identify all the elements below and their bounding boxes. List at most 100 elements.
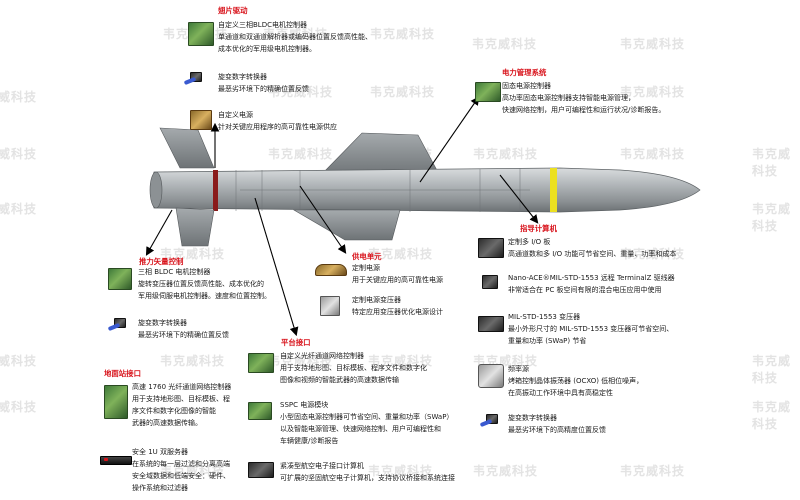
guidance-item-3: MIL-STD-1553 变压器 最小外形尺寸的 MIL-STD-1553 变压… bbox=[508, 311, 673, 347]
arrow-power-management bbox=[419, 96, 480, 183]
item-line: Nano-ACE®MIL-STD-1553 远程 TerminalZ 驱线器 bbox=[508, 274, 675, 282]
ground-station-item-1: 高速 1760 光纤通道网络控制器 用于支持地形图、目标模板、程 序文件和数字化… bbox=[132, 381, 231, 429]
item-line: 旋变数字转换器 bbox=[138, 319, 187, 327]
ground-station-item-2: 安全 1U 双服务器 在系统的每一层过滤和分离高端 安全域数据和低端安全：硬件、… bbox=[132, 446, 230, 494]
thrust-vector-item-2: 旋变数字转换器 最恶劣环境下的精确位置反馈 bbox=[138, 317, 229, 341]
item-line: 高速 1760 光纤通道网络控制器 bbox=[132, 383, 232, 391]
item-line: 自定义光纤通道网络控制器 bbox=[280, 352, 364, 360]
platform-item-2: SSPC 电源模块 小型固态电源控制器可节省空间、重量和功率（SWaP） 以及智… bbox=[280, 399, 453, 447]
section-title-fin-drive: 翅片驱动 bbox=[218, 6, 248, 15]
arrow-power-unit bbox=[299, 185, 347, 254]
sspc-module-icon bbox=[248, 402, 272, 420]
item-line: 旋变数字转换器 bbox=[218, 73, 267, 81]
item-line: 重量和功率 (SWaP) 节省 bbox=[508, 337, 587, 345]
item-line: 针对关键应用程序的高可靠性电源供应 bbox=[218, 123, 337, 131]
item-line: 以及智能电源管理、快速网络控制、用户可编程性和 bbox=[280, 425, 441, 433]
green-controller-board-icon bbox=[188, 22, 214, 46]
platform-item-3: 紧凑型航空电子接口计算机 可扩展的坚固航空电子计算机，支持协议桥接和系统连接 bbox=[280, 460, 455, 484]
section-title-power-unit: 供电单元 bbox=[352, 252, 382, 261]
item-line: 最恶劣环境下的精确位置反馈 bbox=[138, 331, 229, 339]
item-line: 特定应用变压器优化电源设计 bbox=[352, 308, 443, 316]
item-line: 在高振动工作环境中具有高稳定性 bbox=[508, 389, 613, 397]
item-line: SSPC 电源模块 bbox=[280, 401, 329, 409]
terminal-module-icon bbox=[482, 275, 498, 289]
tail-fin-top bbox=[159, 127, 215, 169]
guidance-item-2: Nano-ACE®MIL-STD-1553 远程 TerminalZ 驱线器 非… bbox=[508, 272, 675, 296]
item-line: 定制多 I/O 板 bbox=[508, 238, 551, 246]
guidance-item-4: 频率源 烤箱控制晶体振荡器 (OCXO) 低相位噪声， 在高振动工作环境中具有高… bbox=[508, 363, 643, 399]
item-line: 最恶劣环境下的精确位置反馈 bbox=[218, 85, 309, 93]
item-line: 用于支持地形图、目标模板、程 bbox=[132, 395, 230, 403]
power-unit-item-2: 定制电源变压器 特定应用变压器优化电源设计 bbox=[352, 294, 443, 318]
item-line: 自定义三相BLDC电机控制器 bbox=[218, 21, 307, 29]
item-line: MIL-STD-1553 变压器 bbox=[508, 313, 581, 321]
item-line: 固态电源控制器 bbox=[502, 82, 551, 90]
fibre-channel-board-icon bbox=[104, 385, 128, 419]
ocxo-oscillator-icon bbox=[478, 364, 504, 388]
rack-server-icon bbox=[100, 456, 132, 465]
item-line: 最恶劣环境下的高精度位置反馈 bbox=[508, 426, 606, 434]
item-line: 频率源 bbox=[508, 365, 529, 373]
resolver-converter-icon bbox=[190, 72, 202, 82]
item-line: 武器的高速数据传输。 bbox=[132, 419, 202, 427]
mil-std-transformer-icon bbox=[478, 316, 504, 332]
arrow-platform-interface bbox=[254, 197, 299, 337]
item-line: 旋转变压器位置反馈高性能、成本优化的 bbox=[138, 280, 264, 288]
power-controller-board-icon bbox=[475, 82, 501, 102]
item-line: 军用级伺服电机控制器。速度和位置控制。 bbox=[138, 292, 271, 300]
item-line: 自定义电源 bbox=[218, 111, 253, 119]
callout-arrows bbox=[145, 96, 539, 337]
item-line: 可扩展的坚固航空电子计算机，支持协议桥接和系统连接 bbox=[280, 474, 455, 482]
thrust-vector-item-1: 三相 BLDC 电机控制器 旋转变压器位置反馈高性能、成本优化的 军用级伺服电机… bbox=[138, 266, 271, 302]
interface-computer-icon bbox=[248, 462, 274, 478]
flex-power-supply-icon bbox=[315, 264, 347, 276]
yellow-band bbox=[550, 168, 557, 212]
item-line: 车辆健康/诊断报告 bbox=[280, 437, 339, 445]
item-line: 小型固态电源控制器可节省空间、重量和功率（SWaP） bbox=[280, 413, 454, 421]
item-line: 操作系统和过滤器 bbox=[132, 484, 188, 492]
platform-item-1: 自定义光纤通道网络控制器 用于支持地形图、目标模板、程序文件和数字化 图像和视频… bbox=[280, 350, 427, 386]
item-line: 三相 BLDC 电机控制器 bbox=[138, 268, 211, 276]
fin-drive-item-2: 旋变数字转换器 最恶劣环境下的精确位置反馈 bbox=[218, 71, 309, 95]
item-line: 用于关键应用的高可靠性电源 bbox=[352, 276, 443, 284]
section-title-platform-interface: 平台接口 bbox=[281, 338, 311, 347]
item-line: 安全域数据和低端安全：硬件、 bbox=[132, 472, 230, 480]
mid-wing-bottom bbox=[292, 209, 401, 241]
network-controller-icon bbox=[248, 353, 274, 373]
item-line: 定制电源变压器 bbox=[352, 296, 401, 304]
missile-tail bbox=[149, 171, 163, 209]
section-title-thrust-vector: 推力矢量控制 bbox=[139, 257, 184, 266]
item-line: 成本优化的军用级电机控制器。 bbox=[218, 45, 316, 53]
power-supply-module-icon bbox=[190, 110, 212, 130]
item-line: 高通道数和多 I/O 功能可节省空间、重量、功率和成本 bbox=[508, 250, 677, 258]
arrow-thrust-vector bbox=[145, 209, 173, 256]
item-line: 烤箱控制晶体振荡器 (OCXO) 低相位噪声， bbox=[508, 377, 644, 385]
item-line: 序文件和数字化图像的智能 bbox=[132, 407, 216, 415]
item-line: 旋变数字转换器 bbox=[508, 414, 557, 422]
guidance-item-5: 旋变数字转换器 最恶劣环境下的高精度位置反馈 bbox=[508, 412, 606, 436]
power-unit-item-1: 定制电源 用于关键应用的高可靠性电源 bbox=[352, 262, 443, 286]
transformer-icon bbox=[320, 296, 340, 316]
resolver-converter-icon bbox=[486, 414, 498, 424]
item-line: 紧凑型航空电子接口计算机 bbox=[280, 462, 364, 470]
red-band bbox=[213, 170, 218, 211]
item-line: 最小外形尺寸的 MIL-STD-1553 变压器可节省空间、 bbox=[508, 325, 674, 333]
power-management-item-1: 固态电源控制器 高功率固态电源控制器支持智能电源管理， 快速网络控制，用户可编程… bbox=[502, 80, 665, 116]
tail-fin-bottom bbox=[175, 207, 215, 247]
item-line: 快速网络控制，用户可编程性和运行状况/诊断报告。 bbox=[502, 106, 666, 114]
item-line: 单通道和双通道解析器或编码器位置反馈高性能、 bbox=[218, 33, 372, 41]
item-line: 非常适合在 PC 板空间有限的混合电压应用中使用 bbox=[508, 286, 662, 294]
section-title-guidance-computer: 指导计算机 bbox=[520, 224, 557, 233]
guidance-item-1: 定制多 I/O 板 高通道数和多 I/O 功能可节省空间、重量、功率和成本 bbox=[508, 236, 676, 260]
item-line: 定制电源 bbox=[352, 264, 380, 272]
io-board-icon bbox=[478, 238, 504, 258]
item-line: 安全 1U 双服务器 bbox=[132, 448, 189, 456]
item-line: 图像和视频的智能武器的高速数据传输 bbox=[280, 376, 399, 384]
fin-drive-item-3: 自定义电源 针对关键应用程序的高可靠性电源供应 bbox=[218, 109, 337, 133]
fin-drive-item-1: 自定义三相BLDC电机控制器 单通道和双通道解析器或编码器位置反馈高性能、 成本… bbox=[218, 19, 372, 55]
item-line: 用于支持地形图、目标模板、程序文件和数字化 bbox=[280, 364, 427, 372]
resolver-converter-icon bbox=[114, 318, 126, 328]
item-line: 在系统的每一层过滤和分离高端 bbox=[132, 460, 230, 468]
section-title-power-management: 电力管理系统 bbox=[502, 68, 547, 77]
